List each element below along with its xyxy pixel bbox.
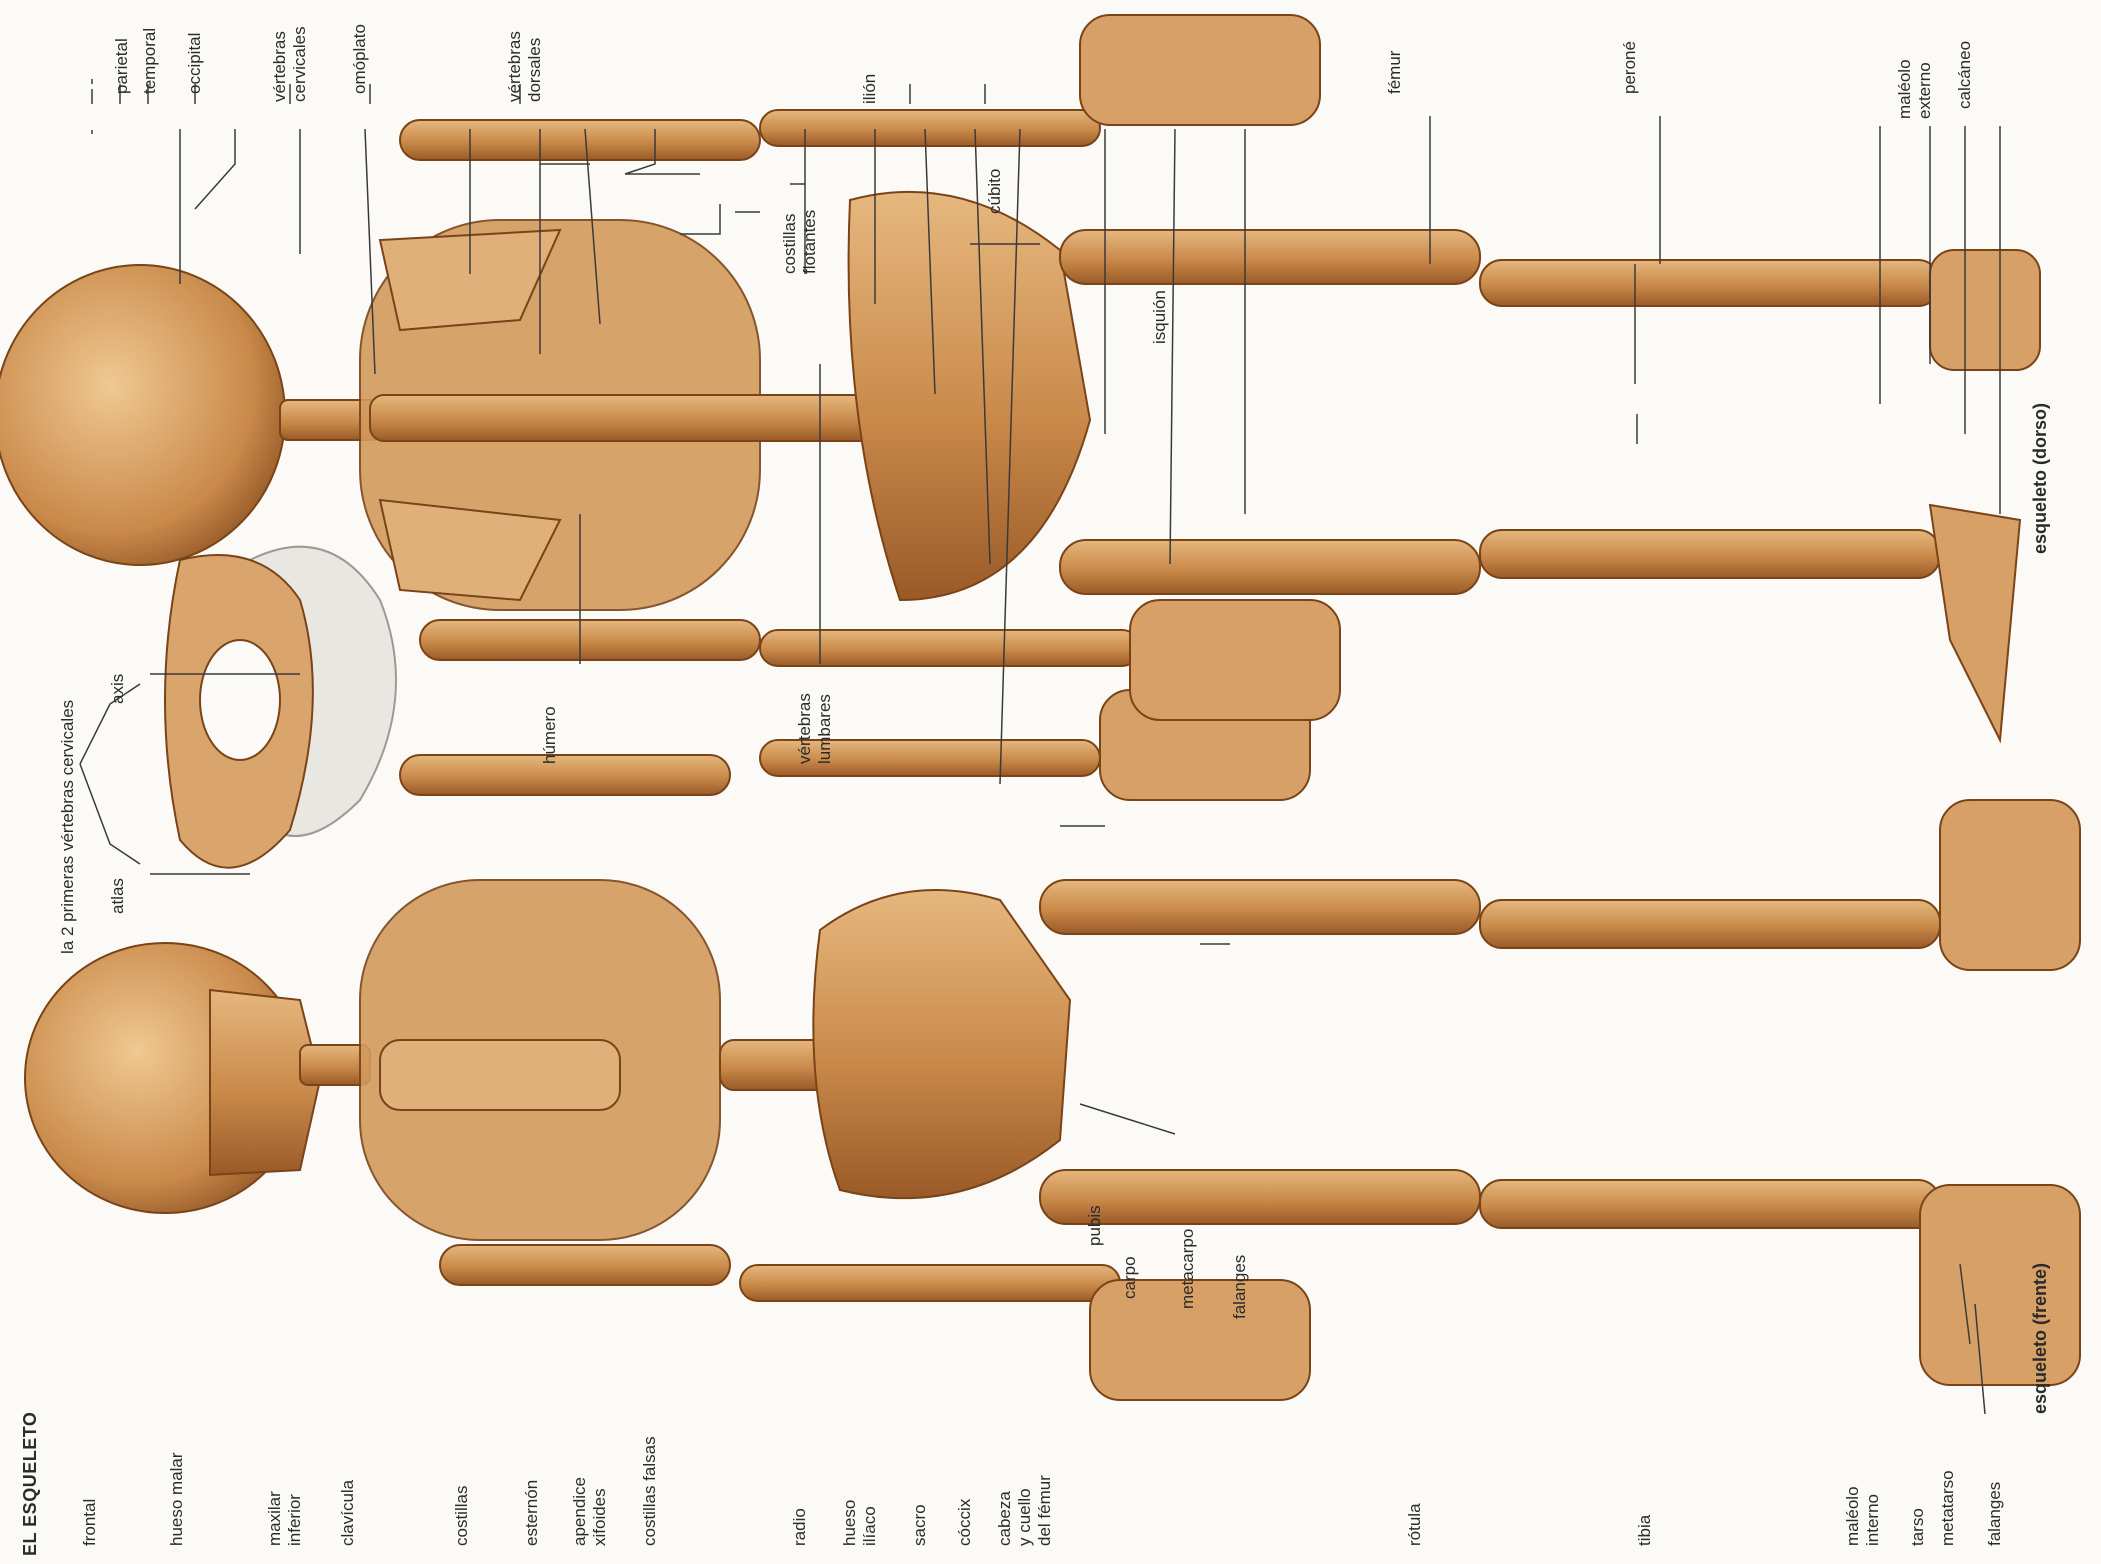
- label-falanges-mano: falanges: [1230, 1255, 1250, 1319]
- label-maleolo-externo: maléolo externo: [1895, 59, 1935, 119]
- label-sacro: sacro: [910, 1504, 930, 1546]
- label-hueso-iliaco: hueso ilíaco: [840, 1500, 880, 1546]
- label-vertebras-cervicales: vértebras cervicales: [270, 26, 310, 102]
- label-hueso-malar: hueso malar: [167, 1452, 187, 1546]
- caption-front: esqueleto (frente): [2030, 1263, 2050, 1414]
- label-costillas-falsas: costillas falsas: [640, 1436, 660, 1546]
- caption-vertebrae-inset: la 2 primeras vértebras cervicales: [58, 700, 78, 954]
- label-parietal: parietal: [112, 38, 132, 94]
- label-tarso: tarso: [1908, 1508, 1928, 1546]
- label-metacarpo: metacarpo: [1178, 1229, 1198, 1309]
- label-omoplato: omóplato: [350, 24, 370, 94]
- label-esternon: esternón: [522, 1480, 542, 1546]
- label-metatarso: metatarso: [1938, 1470, 1958, 1546]
- label-perone: peroné: [1620, 41, 1640, 94]
- label-falanges-pie: falanges: [1985, 1482, 2005, 1546]
- label-cabeza-cuello-femur: cabeza y cuello del fémur: [995, 1475, 1055, 1546]
- label-calcaneo: calcáneo: [1955, 41, 1975, 109]
- label-humero: húmero: [540, 706, 560, 764]
- caption-back: esqueleto (dorso): [2030, 403, 2050, 554]
- label-clavicula: clavícula: [338, 1480, 358, 1546]
- label-atlas: atlas: [108, 878, 128, 914]
- label-pubis: pubis: [1085, 1205, 1105, 1246]
- label-costillas-flotantes: costillas flotantes: [780, 210, 820, 274]
- page-title: EL ESQUELETO: [20, 1412, 40, 1556]
- label-frontal: frontal: [80, 1499, 100, 1546]
- label-axis: axis: [108, 674, 128, 704]
- label-coccix: cóccix: [955, 1499, 975, 1546]
- label-apendice-xifoides: apendice xifoides: [570, 1477, 610, 1546]
- label-carpo: carpo: [1120, 1256, 1140, 1299]
- label-vertebras-dorsales: vértebras dorsales: [505, 31, 545, 102]
- label-maleolo-interno: maléolo interno: [1843, 1486, 1883, 1546]
- label-occipital: occipital: [185, 33, 205, 94]
- label-ilion: ilión: [860, 74, 880, 104]
- label-cubito: cúbito: [985, 169, 1005, 214]
- label-isquion: isquión: [1150, 290, 1170, 344]
- label-costillas: costillas: [452, 1486, 472, 1546]
- label-tibia: tibia: [1635, 1515, 1655, 1546]
- label-radio: radio: [790, 1508, 810, 1546]
- label-maxilar-inferior: maxilar inferior: [265, 1491, 305, 1546]
- label-vertebras-lumbares: vértebras lumbares: [795, 693, 835, 764]
- label-rotula: rótula: [1405, 1503, 1425, 1546]
- label-femur: fémur: [1385, 51, 1405, 94]
- label-temporal: temporal: [140, 28, 160, 94]
